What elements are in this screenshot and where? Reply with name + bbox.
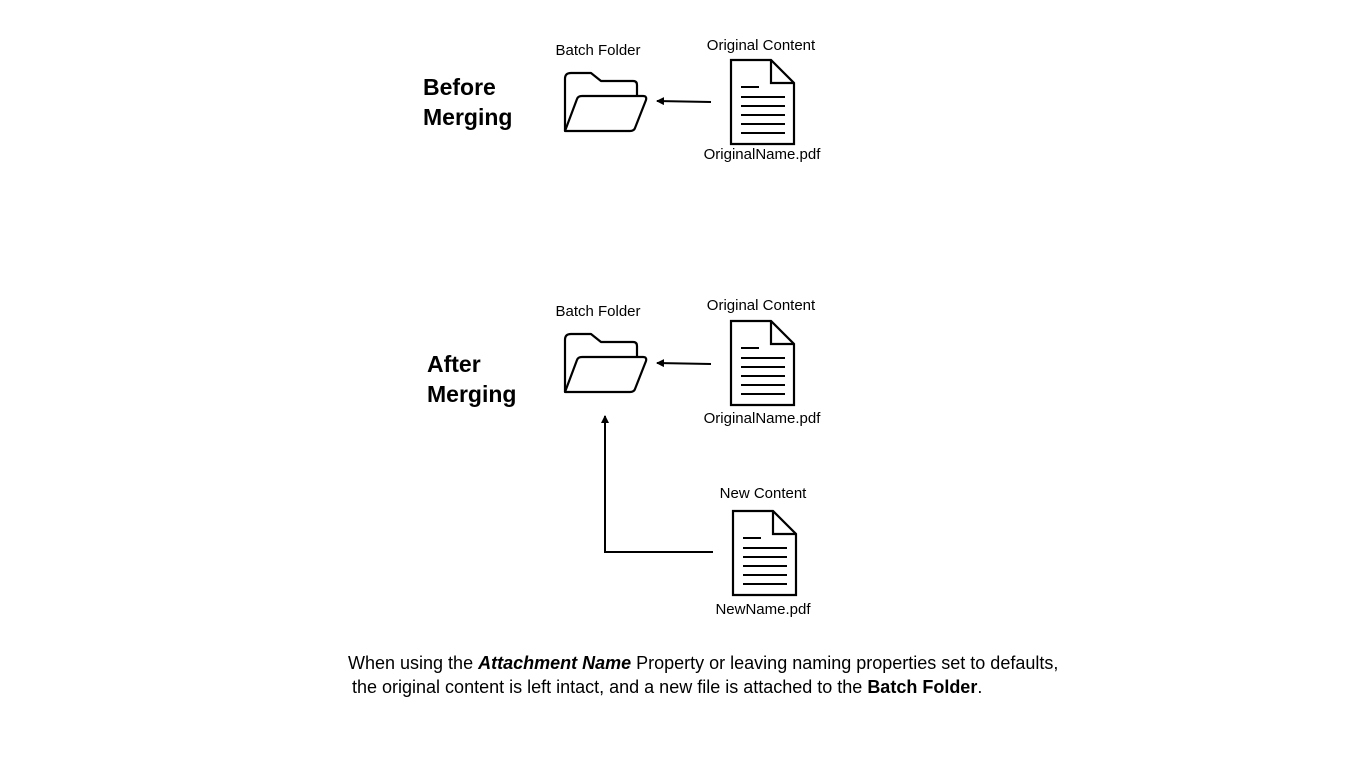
arrow-left-icon xyxy=(656,97,712,106)
new-document-icon xyxy=(731,509,798,597)
arrow-up-icon xyxy=(601,415,713,553)
before-merging-heading: Before Merging xyxy=(423,74,513,130)
before-file-name: OriginalName.pdf xyxy=(703,146,821,163)
document-icon xyxy=(729,58,796,146)
open-folder-icon xyxy=(563,71,648,133)
document-icon xyxy=(729,319,796,407)
after-content-label: Original Content xyxy=(706,297,816,314)
before-folder-label: Batch Folder xyxy=(555,42,641,59)
after-merging-heading: After Merging xyxy=(427,351,517,407)
open-folder-icon xyxy=(563,332,648,394)
new-file-name: NewName.pdf xyxy=(715,601,811,618)
batch-folder-emphasis: Batch Folder xyxy=(867,677,978,697)
before-content-label: Original Content xyxy=(706,37,816,54)
new-content-label: New Content xyxy=(719,485,807,502)
caption-line-2: the original content is left intact, and… xyxy=(352,677,983,697)
attachment-name-emphasis: Attachment Name xyxy=(478,653,632,673)
after-file-name: OriginalName.pdf xyxy=(703,410,821,427)
caption: When using the Attachment Name Property … xyxy=(348,653,1059,697)
arrow-left-icon xyxy=(656,359,712,368)
after-folder-label: Batch Folder xyxy=(555,303,641,320)
